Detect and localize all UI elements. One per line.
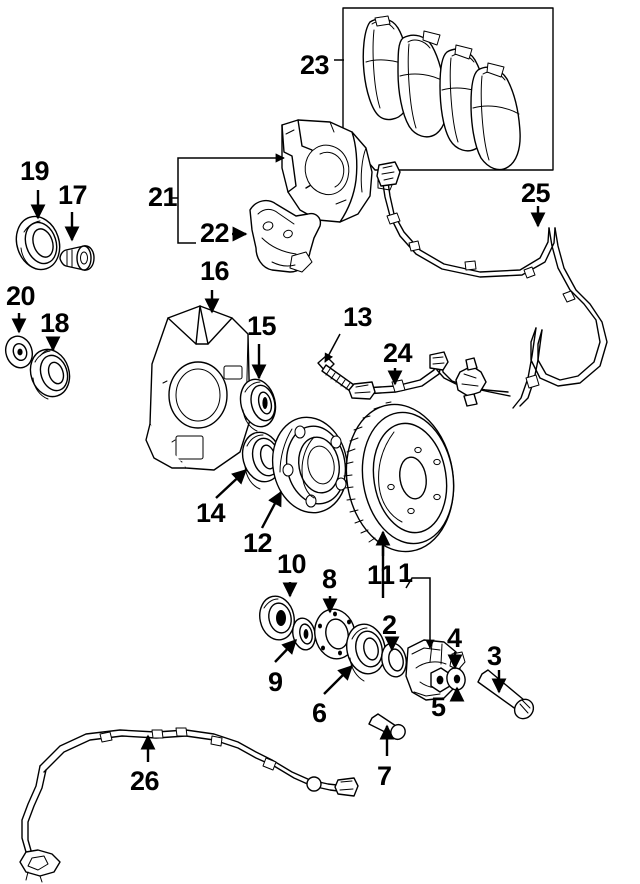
sensor-head-26 <box>19 849 61 883</box>
callout-number-13: 13 <box>343 302 373 332</box>
wheel-hub-12 <box>271 416 349 514</box>
callout-number-24: 24 <box>383 338 413 368</box>
caliper-piston-seal-2 <box>381 642 407 678</box>
abs-harness-25 <box>376 161 608 409</box>
callout-number-18: 18 <box>40 308 70 338</box>
caliper-guide-bolt-3 <box>477 669 535 720</box>
mounting-bolt-short-7 <box>368 713 406 741</box>
callout-number-8: 8 <box>322 564 337 594</box>
brake-pad-set-group <box>342 7 554 171</box>
callout-number-19: 19 <box>20 156 50 186</box>
callout-number-2: 2 <box>382 610 397 640</box>
inner-bearing-race-10 <box>259 595 295 641</box>
callout-leader-21 <box>170 153 285 244</box>
callout-number-17: 17 <box>58 180 88 210</box>
small-washer-9 <box>292 617 316 651</box>
callout-number-20: 20 <box>6 281 36 311</box>
callout-number-9: 9 <box>268 667 283 697</box>
brake-dust-shield-16 <box>145 305 251 471</box>
callout-number-22: 22 <box>200 218 230 248</box>
abs-wheel-speed-sensor-cable-26 <box>19 727 359 883</box>
callout-number-1: 1 <box>398 558 413 588</box>
callout-number-26: 26 <box>130 766 160 796</box>
callout-number-5: 5 <box>431 692 446 722</box>
callout-number-3: 3 <box>487 641 502 671</box>
callout-number-15: 15 <box>247 311 277 341</box>
callout-number-16: 16 <box>200 256 230 286</box>
callout-number-10: 10 <box>277 549 307 579</box>
callout-number-11: 11 <box>367 560 395 590</box>
hub-stud-bolt-13 <box>317 355 355 392</box>
outer-wheel-bearing-6 <box>346 623 386 682</box>
callout-number-14: 14 <box>196 498 226 528</box>
abs-sensor-head <box>455 357 487 407</box>
callout-number-23: 23 <box>300 50 330 80</box>
caliper-mounting-bracket-group <box>249 199 322 273</box>
callout-number-7: 7 <box>377 761 392 791</box>
inner-wheel-bearing-14 <box>241 431 283 490</box>
bushing-17 <box>59 245 95 271</box>
callout-number-6: 6 <box>312 698 327 728</box>
callout-number-12: 12 <box>243 528 273 558</box>
oil-seal-19 <box>15 215 61 271</box>
seal-ring-18 <box>29 348 71 400</box>
grease-seal-15 <box>239 378 277 432</box>
abs-harness-24 <box>348 351 511 407</box>
callout-number-21: 21 <box>148 182 178 212</box>
brake-rotor-11 <box>343 401 455 553</box>
callout-number-4: 4 <box>447 623 462 653</box>
callout-leaders <box>11 190 546 762</box>
small-seal-cap-20 <box>4 335 34 369</box>
callout-number-25: 25 <box>521 178 551 208</box>
